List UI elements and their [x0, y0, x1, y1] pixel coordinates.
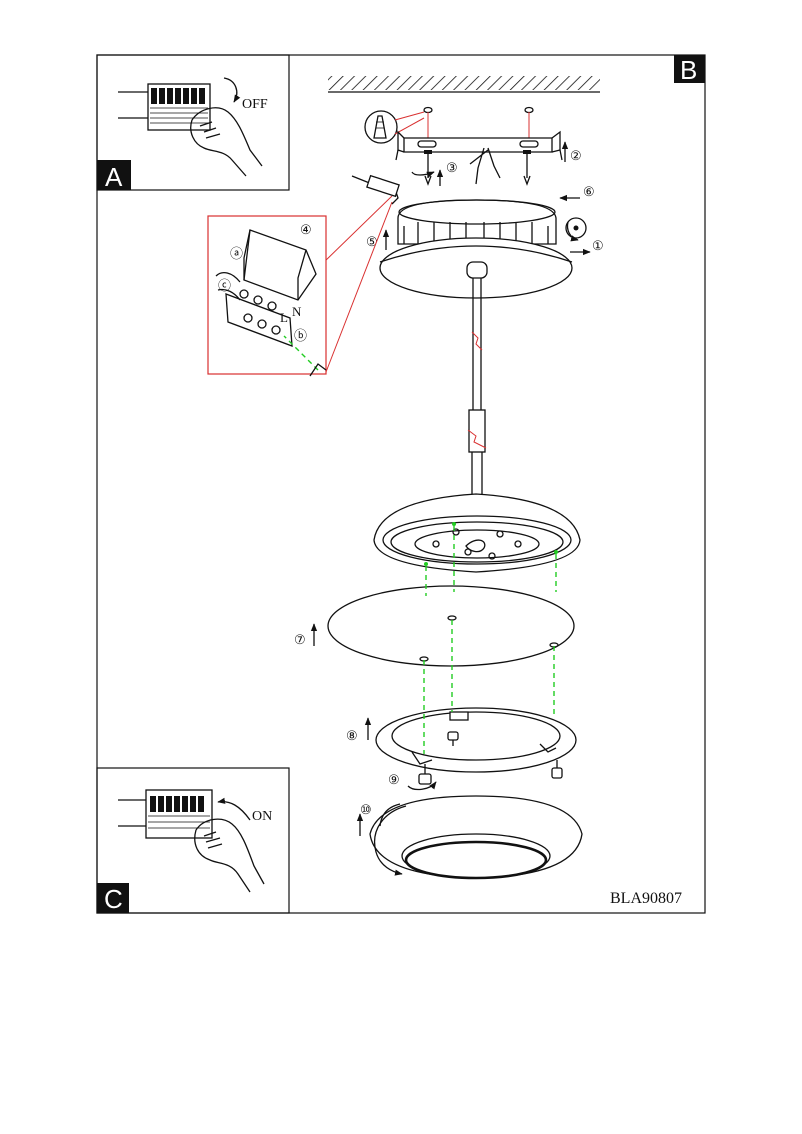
detail-marker-c: ⓒ: [218, 278, 231, 293]
step-9-label: ⑨: [388, 772, 400, 787]
ceiling: [328, 76, 600, 93]
thumb-screw-icon: [418, 764, 432, 785]
panel-c-badge: [97, 883, 129, 913]
panel-c-switch-on: ON C: [96, 767, 290, 914]
step9-rotate-icon: [407, 781, 437, 791]
model-code: BLA90807: [610, 890, 682, 907]
breaker-row-icon: [148, 796, 210, 829]
diffuser-shade: [369, 795, 583, 880]
panel-c-badge-text: C: [104, 884, 123, 914]
screw-icon: [523, 150, 531, 186]
switch-on-arrow-icon: [217, 797, 251, 821]
detail-marker-n: N: [292, 304, 302, 319]
mounting-ring: [375, 707, 577, 785]
step-10-label: ⑩: [360, 802, 372, 817]
step3-rotate-icon: [411, 171, 435, 178]
detail-marker-l: L: [280, 310, 288, 325]
step-8-label: ⑧: [346, 728, 358, 743]
step-1-label: ①: [592, 238, 604, 253]
breaker-row-icon: [150, 88, 208, 124]
wall-plug-icon: [364, 110, 398, 144]
mounting-bracket: [395, 106, 563, 186]
hand-icon: [190, 107, 263, 177]
panel-a-badge: [97, 160, 131, 190]
step-4-label: ④: [300, 222, 312, 237]
panel-b-badge: [674, 55, 705, 83]
canopy: [379, 199, 573, 299]
step-6-label: ⑥: [583, 184, 595, 199]
switch-off-label: OFF: [242, 97, 268, 112]
step-5-label: ⑤: [366, 234, 378, 249]
switch-off-arrow-icon: [223, 77, 241, 103]
detail-marker-b: ⓑ: [294, 328, 307, 343]
panel-a-switch-off: OFF A: [96, 54, 290, 192]
lamp-body: [373, 493, 581, 573]
wall-plug-callout: [364, 110, 425, 144]
panel-a-badge-text: A: [105, 162, 123, 192]
step10-rotate-icon: [374, 805, 407, 876]
step-2-label: ②: [570, 148, 582, 163]
detail-marker-a: ⓐ: [230, 246, 243, 261]
connector-detail-panel: ⓐ ⓒ ⓑ L N ④: [207, 215, 327, 377]
suspension-rod: [466, 261, 488, 496]
thumb-screw-icon: [447, 731, 459, 746]
panel-b-badge-text: B: [680, 55, 697, 85]
outer-frame: [96, 54, 706, 914]
step-3-label: ③: [446, 160, 458, 175]
connector-callout: [321, 174, 400, 373]
step-7-label: ⑦: [294, 632, 306, 647]
alignment-guides: [423, 526, 557, 754]
switch-on-label: ON: [252, 809, 272, 824]
led-plate: [327, 585, 575, 667]
screw-icon: [424, 150, 432, 186]
hand-icon: [194, 818, 265, 893]
thumb-screw-icon: [551, 760, 563, 779]
step1-rotate-icon: [565, 217, 587, 242]
